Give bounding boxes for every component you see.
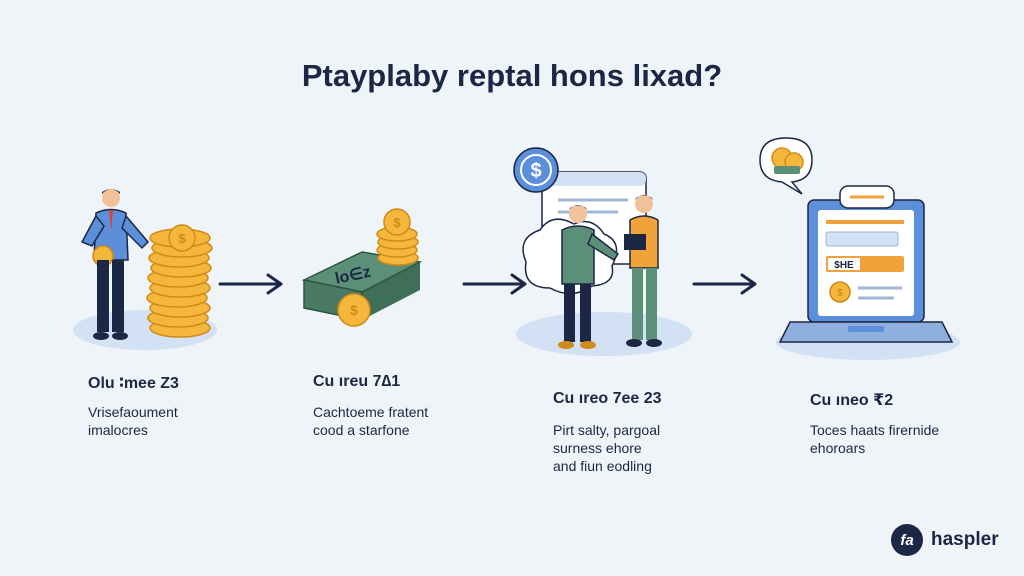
svg-text:$: $ bbox=[350, 302, 358, 318]
page-title: Ptayplaby reptal hons lixad? bbox=[301, 58, 723, 93]
brand: fa haspler bbox=[891, 524, 999, 556]
laptop-with-form-illustration: $HE $ bbox=[759, 137, 960, 360]
step-1-description: Vrisefaoument imalocres bbox=[88, 404, 178, 438]
banknote-with-coins-illustration: lo∈z $ $ bbox=[302, 208, 423, 327]
step-2-title: Cu ıreu 7∆1 bbox=[313, 373, 401, 390]
coin-stack-person-illustration: $ bbox=[73, 189, 217, 350]
step-4-title: Cu ıneo ₹2 bbox=[810, 392, 894, 409]
svg-text:$: $ bbox=[837, 288, 843, 299]
arrow-right-icon bbox=[462, 273, 527, 295]
arrow-right-icon bbox=[218, 273, 283, 295]
step-4-description: Toces haats firernide ehoroars bbox=[810, 422, 940, 456]
svg-text:$: $ bbox=[530, 160, 541, 182]
svg-text:$: $ bbox=[178, 231, 186, 246]
step-2-description: Cachtoeme fra­tent cood a starfone bbox=[313, 404, 429, 438]
brand-name: haspler bbox=[931, 529, 999, 550]
arrow-right-icon bbox=[692, 273, 757, 295]
step-3-title: Cu ıreo 7ee 23 bbox=[553, 390, 662, 407]
two-people-exchange-illustration: $ bbox=[513, 147, 692, 356]
form-field-label: $HE bbox=[834, 260, 854, 271]
brand-logo-icon: fa bbox=[891, 524, 923, 556]
step-3-description: Pirt salty, pargoal surness ehore and fi… bbox=[553, 422, 661, 474]
svg-text:$: $ bbox=[393, 215, 401, 230]
step-1-title: Olu ∶mee Z3 bbox=[88, 375, 179, 392]
